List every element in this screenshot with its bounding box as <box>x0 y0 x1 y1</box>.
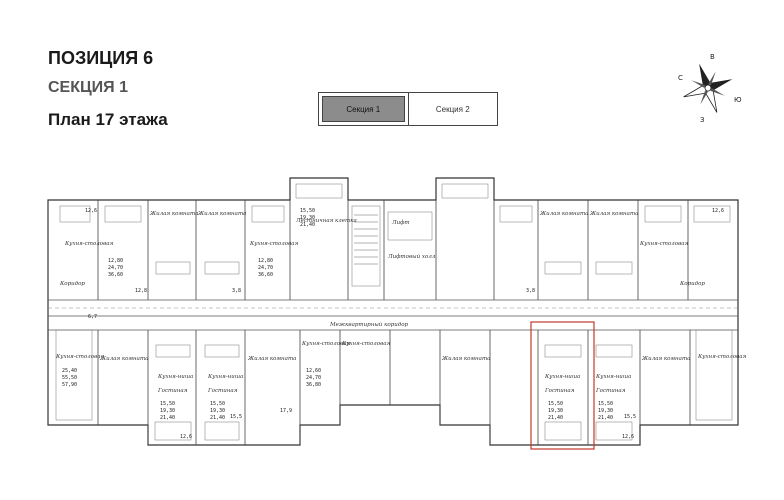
area-4c: 21,40 <box>160 415 175 421</box>
tab-section-2[interactable]: Секция 2 <box>407 93 497 125</box>
position-title: ПОЗИЦИЯ 6 <box>48 48 154 68</box>
dim-6: 15,5 <box>624 414 636 420</box>
room-label-lift-hall: Лифтовый холл <box>387 253 436 260</box>
area-3b: 24,70 <box>258 265 273 271</box>
room-label-kitchen-7: Кухня-столовая <box>697 354 747 360</box>
compass-rose-icon: С В Ю З <box>678 53 742 124</box>
area-7b: 19,30 <box>548 408 563 414</box>
room-label-kitchen-1: Кухня-столовая <box>64 241 114 247</box>
area-8c: 36,80 <box>306 382 321 388</box>
room-label-lounge-4: Гостиная <box>595 388 626 394</box>
room-label-living-7: Жилая комната <box>441 356 490 362</box>
tab-section-1[interactable]: Секция 1 <box>319 93 408 125</box>
area-1b: 24,70 <box>108 265 123 271</box>
compass-south: З <box>700 116 705 124</box>
room-label-living-4: Жилая комната <box>589 211 638 217</box>
area-8b: 24,70 <box>306 375 321 381</box>
room-label-lounge-3: Гостиная <box>544 388 575 394</box>
area-4b: 19,30 <box>160 408 175 414</box>
area-8a: 12,60 <box>306 368 321 374</box>
area-2c: 21,40 <box>300 222 315 228</box>
room-label-kitchen-2: Кухня-столовая <box>249 241 299 247</box>
room-label-kitchen-6: Кухня-столовая <box>341 341 391 347</box>
area-9c: 21,40 <box>598 415 613 421</box>
compass-east: Ю <box>734 96 742 104</box>
area-2a: 15,50 <box>300 208 315 214</box>
room-label-kitchen-4: Кухня-столовая <box>55 354 105 360</box>
dim-7: 12,8 <box>135 288 147 294</box>
dim-5: 15,5 <box>230 414 242 420</box>
area-6a: 25,40 <box>62 368 77 374</box>
room-label-kitchen-5: Кухня-столовая <box>301 341 351 347</box>
room-label-lounge-1: Гостиная <box>157 388 188 394</box>
floor-plan-title: План 17 этажа <box>48 110 168 129</box>
room-label-niche-1: Кухня-ниша <box>157 374 193 380</box>
room-label-lift: Лифт <box>391 219 410 226</box>
area-7a: 15,50 <box>548 401 563 407</box>
dim-9: 6,7 <box>88 314 97 320</box>
dim-4: 3,8 <box>526 288 535 294</box>
room-label-living-5: Жилая комната <box>99 356 148 362</box>
dim-10: 12,6 <box>180 434 192 440</box>
room-label-living-6: Жилая комната <box>247 356 296 362</box>
room-label-niche-4: Кухня-ниша <box>595 374 631 380</box>
room-label-niche-3: Кухня-ниша <box>544 374 580 380</box>
dim-8: 17,9 <box>280 408 292 414</box>
room-label-lounge-2: Гостиная <box>207 388 238 394</box>
area-9b: 19,30 <box>598 408 613 414</box>
room-label-living-3: Жилая комната <box>539 211 588 217</box>
room-label-stair: Лестничная клетка <box>295 218 357 224</box>
area-3a: 12,80 <box>258 258 273 264</box>
area-7c: 21,40 <box>548 415 563 421</box>
dim-3: 3,8 <box>232 288 241 294</box>
section-title: СЕКЦИЯ 1 <box>48 79 129 96</box>
room-label-living-1: Жилая комната <box>149 211 198 217</box>
area-9a: 15,50 <box>598 401 613 407</box>
room-label-kitchen-3: Кухня-столовая <box>639 241 689 247</box>
area-5c: 21,40 <box>210 415 225 421</box>
area-1c: 36,60 <box>108 272 123 278</box>
section-tabs: Секция 1 Секция 2 <box>318 92 498 126</box>
room-label-corridor-1: Коридор <box>59 281 85 287</box>
room-label-corridor-2: Коридор <box>679 281 705 287</box>
dim-2: 12,6 <box>712 208 724 214</box>
area-6c: 57,90 <box>62 382 77 388</box>
dim-11: 12,6 <box>622 434 634 440</box>
area-5a: 15,50 <box>210 401 225 407</box>
area-3c: 36,60 <box>258 272 273 278</box>
dim-1: 12,6 <box>85 208 97 214</box>
highlighted-apartment <box>530 321 595 450</box>
room-label-living-2: Жилая комната <box>197 211 246 217</box>
compass-west: С <box>678 74 683 82</box>
room-label-niche-2: Кухня-ниша <box>207 374 243 380</box>
compass-north: В <box>710 53 715 61</box>
area-4a: 15,50 <box>160 401 175 407</box>
room-label-apt-corridor: Межквартирный коридор <box>329 322 409 328</box>
area-5b: 19,30 <box>210 408 225 414</box>
area-1a: 12,80 <box>108 258 123 264</box>
room-label-living-8: Жилая комната <box>641 356 690 362</box>
area-2b: 19,30 <box>300 215 315 221</box>
area-6b: 55,50 <box>62 375 77 381</box>
